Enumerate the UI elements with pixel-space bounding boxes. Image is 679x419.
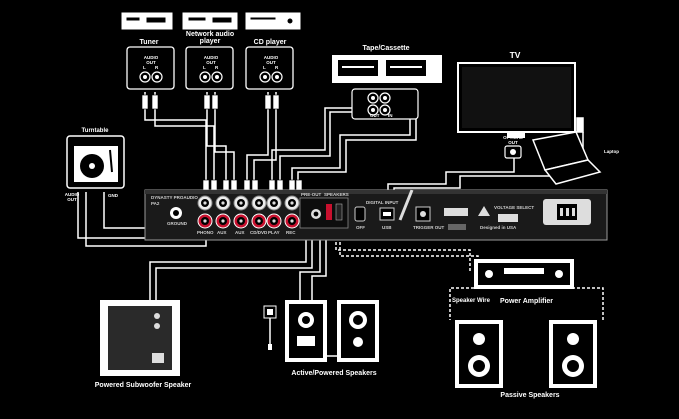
amp-aux2-label: AUX bbox=[235, 230, 245, 235]
amp-pre-out-label: PRE-OUT bbox=[301, 192, 322, 197]
amp-usb-label: USB bbox=[382, 225, 392, 230]
network-audio-out-label: AUDIO OUT bbox=[203, 55, 219, 65]
cd-audio-out-label: AUDIO OUT bbox=[263, 55, 279, 65]
subwoofer-label: Powered Subwoofer Speaker bbox=[94, 382, 192, 389]
amp-cd-dvd-label: CD/DVD bbox=[250, 230, 268, 235]
turntable-device bbox=[66, 135, 125, 189]
turntable-title: Turntable bbox=[81, 128, 109, 134]
passive-speakers-label: Passive Speakers bbox=[500, 392, 560, 399]
network-l-label: L bbox=[203, 65, 206, 70]
subwoofer-device bbox=[100, 300, 180, 376]
active-speakers-label: Active/Powered Speakers bbox=[291, 370, 377, 377]
tape-in-label: IN bbox=[388, 113, 393, 118]
power-amplifier-device bbox=[474, 259, 574, 289]
active-speakers-device bbox=[263, 300, 379, 362]
amp-designed-label: Designed in USA bbox=[480, 225, 517, 230]
integrated-amplifier bbox=[144, 189, 608, 241]
tv-title: TV bbox=[509, 50, 521, 60]
amp-brand: DYNASTY PROAUDIO bbox=[151, 195, 198, 200]
cd-r-label: R bbox=[275, 65, 279, 70]
power-amp-title: Power Amplifier bbox=[500, 298, 554, 305]
tape-title: Tape/Cassette bbox=[362, 45, 410, 52]
amp-off-label: OFF bbox=[356, 225, 365, 230]
network-player-label: Network audio player bbox=[185, 31, 235, 46]
laptop-device bbox=[531, 117, 602, 185]
source-jacks bbox=[139, 71, 283, 83]
tuner-r-label: R bbox=[155, 65, 159, 70]
amp-aux-label: AUX bbox=[217, 230, 227, 235]
amp-trigger-out-label: TRIGGER OUT bbox=[413, 225, 445, 230]
source-device-icons bbox=[121, 12, 301, 30]
amp-rec-label: REC bbox=[286, 230, 296, 235]
passive-speakers-device bbox=[455, 320, 597, 388]
optical-out-label: OPTICAL OUT bbox=[503, 135, 523, 145]
tape-deck bbox=[332, 55, 442, 120]
tape-out-label: OUT bbox=[370, 113, 380, 118]
amp-play-label: PLAY bbox=[268, 230, 280, 235]
tv bbox=[457, 62, 576, 159]
cd-l-label: L bbox=[263, 65, 266, 70]
network-r-label: R bbox=[215, 65, 219, 70]
tuner-audio-out-label: AUDIO OUT bbox=[143, 55, 159, 65]
tuner-l-label: L bbox=[143, 65, 146, 70]
amp-phono-label: PHONO bbox=[197, 230, 214, 235]
amp-model: PA2 bbox=[151, 201, 160, 206]
speaker-wire-label: Speaker Wire bbox=[452, 298, 490, 304]
amp-ground-label: GROUND bbox=[167, 221, 187, 226]
cd-player-label: CD player bbox=[253, 39, 287, 46]
source-panels bbox=[126, 46, 294, 90]
amp-digital-input-label: DIGITAL INPUT bbox=[366, 200, 399, 205]
turntable-audio-out-label: AUDIO OUT bbox=[64, 192, 80, 202]
amp-voltage-select-label: VOLTAGE SELECT bbox=[494, 205, 535, 210]
tuner-label: Tuner bbox=[139, 39, 159, 46]
amp-speakers-label: SPEAKERS bbox=[324, 192, 349, 197]
rca-plugs bbox=[141, 94, 303, 193]
laptop-label: Laptop bbox=[604, 149, 619, 154]
turntable-gnd-label: GND bbox=[108, 193, 118, 198]
